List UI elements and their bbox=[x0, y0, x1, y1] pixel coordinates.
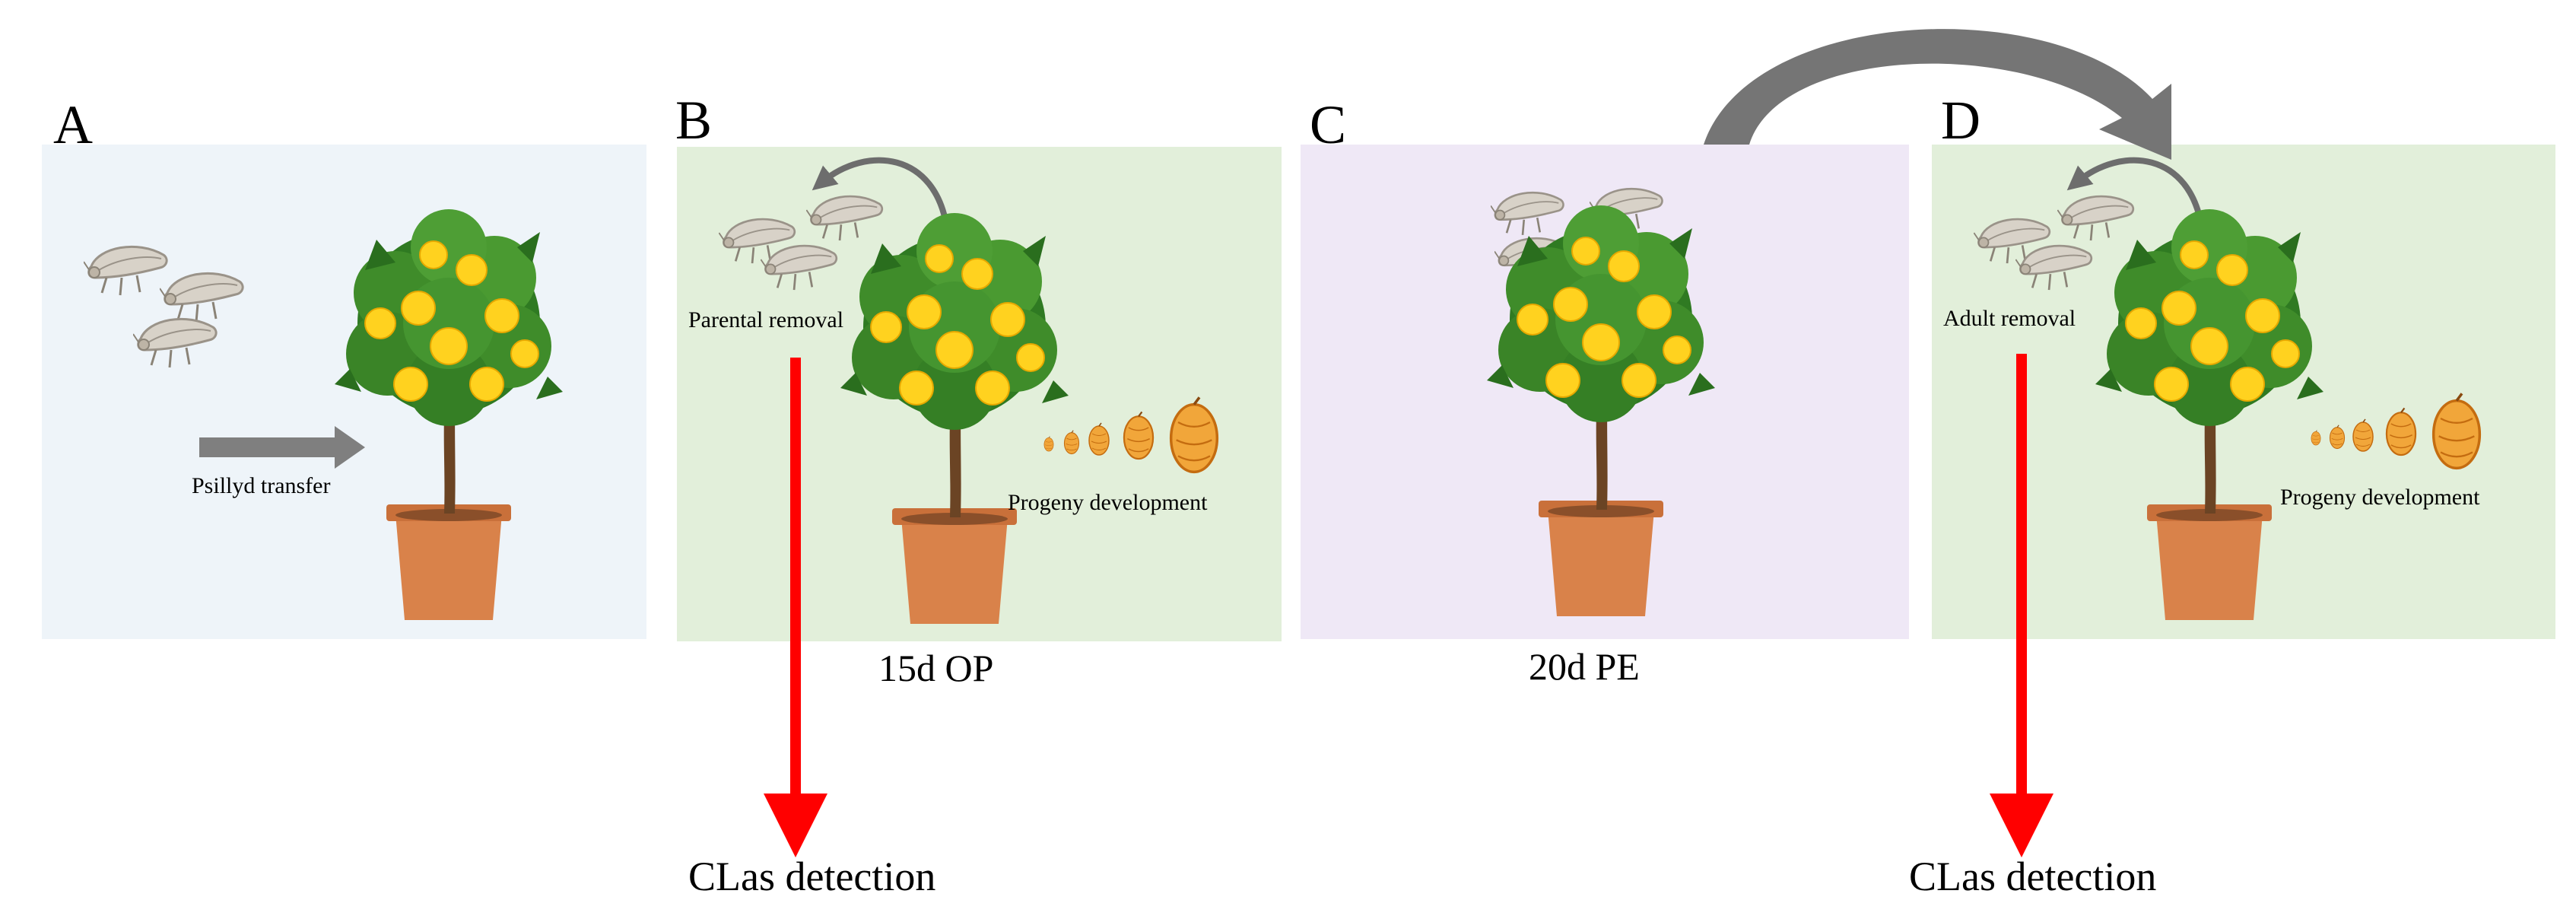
period-label-c: 20d PE bbox=[1529, 645, 1640, 688]
adult-removal-arrow bbox=[2066, 157, 2205, 229]
panel-letter-c: C bbox=[1310, 94, 1346, 155]
adult-removal-label: Adult removal bbox=[1943, 306, 2076, 331]
detection-label-d: CLas detection bbox=[1909, 854, 2156, 899]
progeny-development-label-d: Progeny development bbox=[2280, 485, 2480, 510]
parental-removal-arrow bbox=[812, 157, 950, 229]
panel-letter-b: B bbox=[675, 90, 712, 151]
curved-arrow-c-to-d bbox=[1704, 29, 2171, 160]
detection-label-b: CLas detection bbox=[688, 854, 935, 899]
panel-letter-a: A bbox=[53, 94, 93, 155]
transfer-arrow-shaft bbox=[199, 437, 336, 457]
psillyd-transfer-label: Psillyd transfer bbox=[192, 473, 330, 498]
progeny-development-label-b: Progeny development bbox=[1008, 490, 1208, 515]
panel-letter-d: D bbox=[1941, 90, 1980, 151]
parental-removal-label: Parental removal bbox=[688, 307, 843, 332]
transfer-arrow-head bbox=[335, 426, 365, 469]
period-label-b: 15d OP bbox=[878, 647, 993, 689]
